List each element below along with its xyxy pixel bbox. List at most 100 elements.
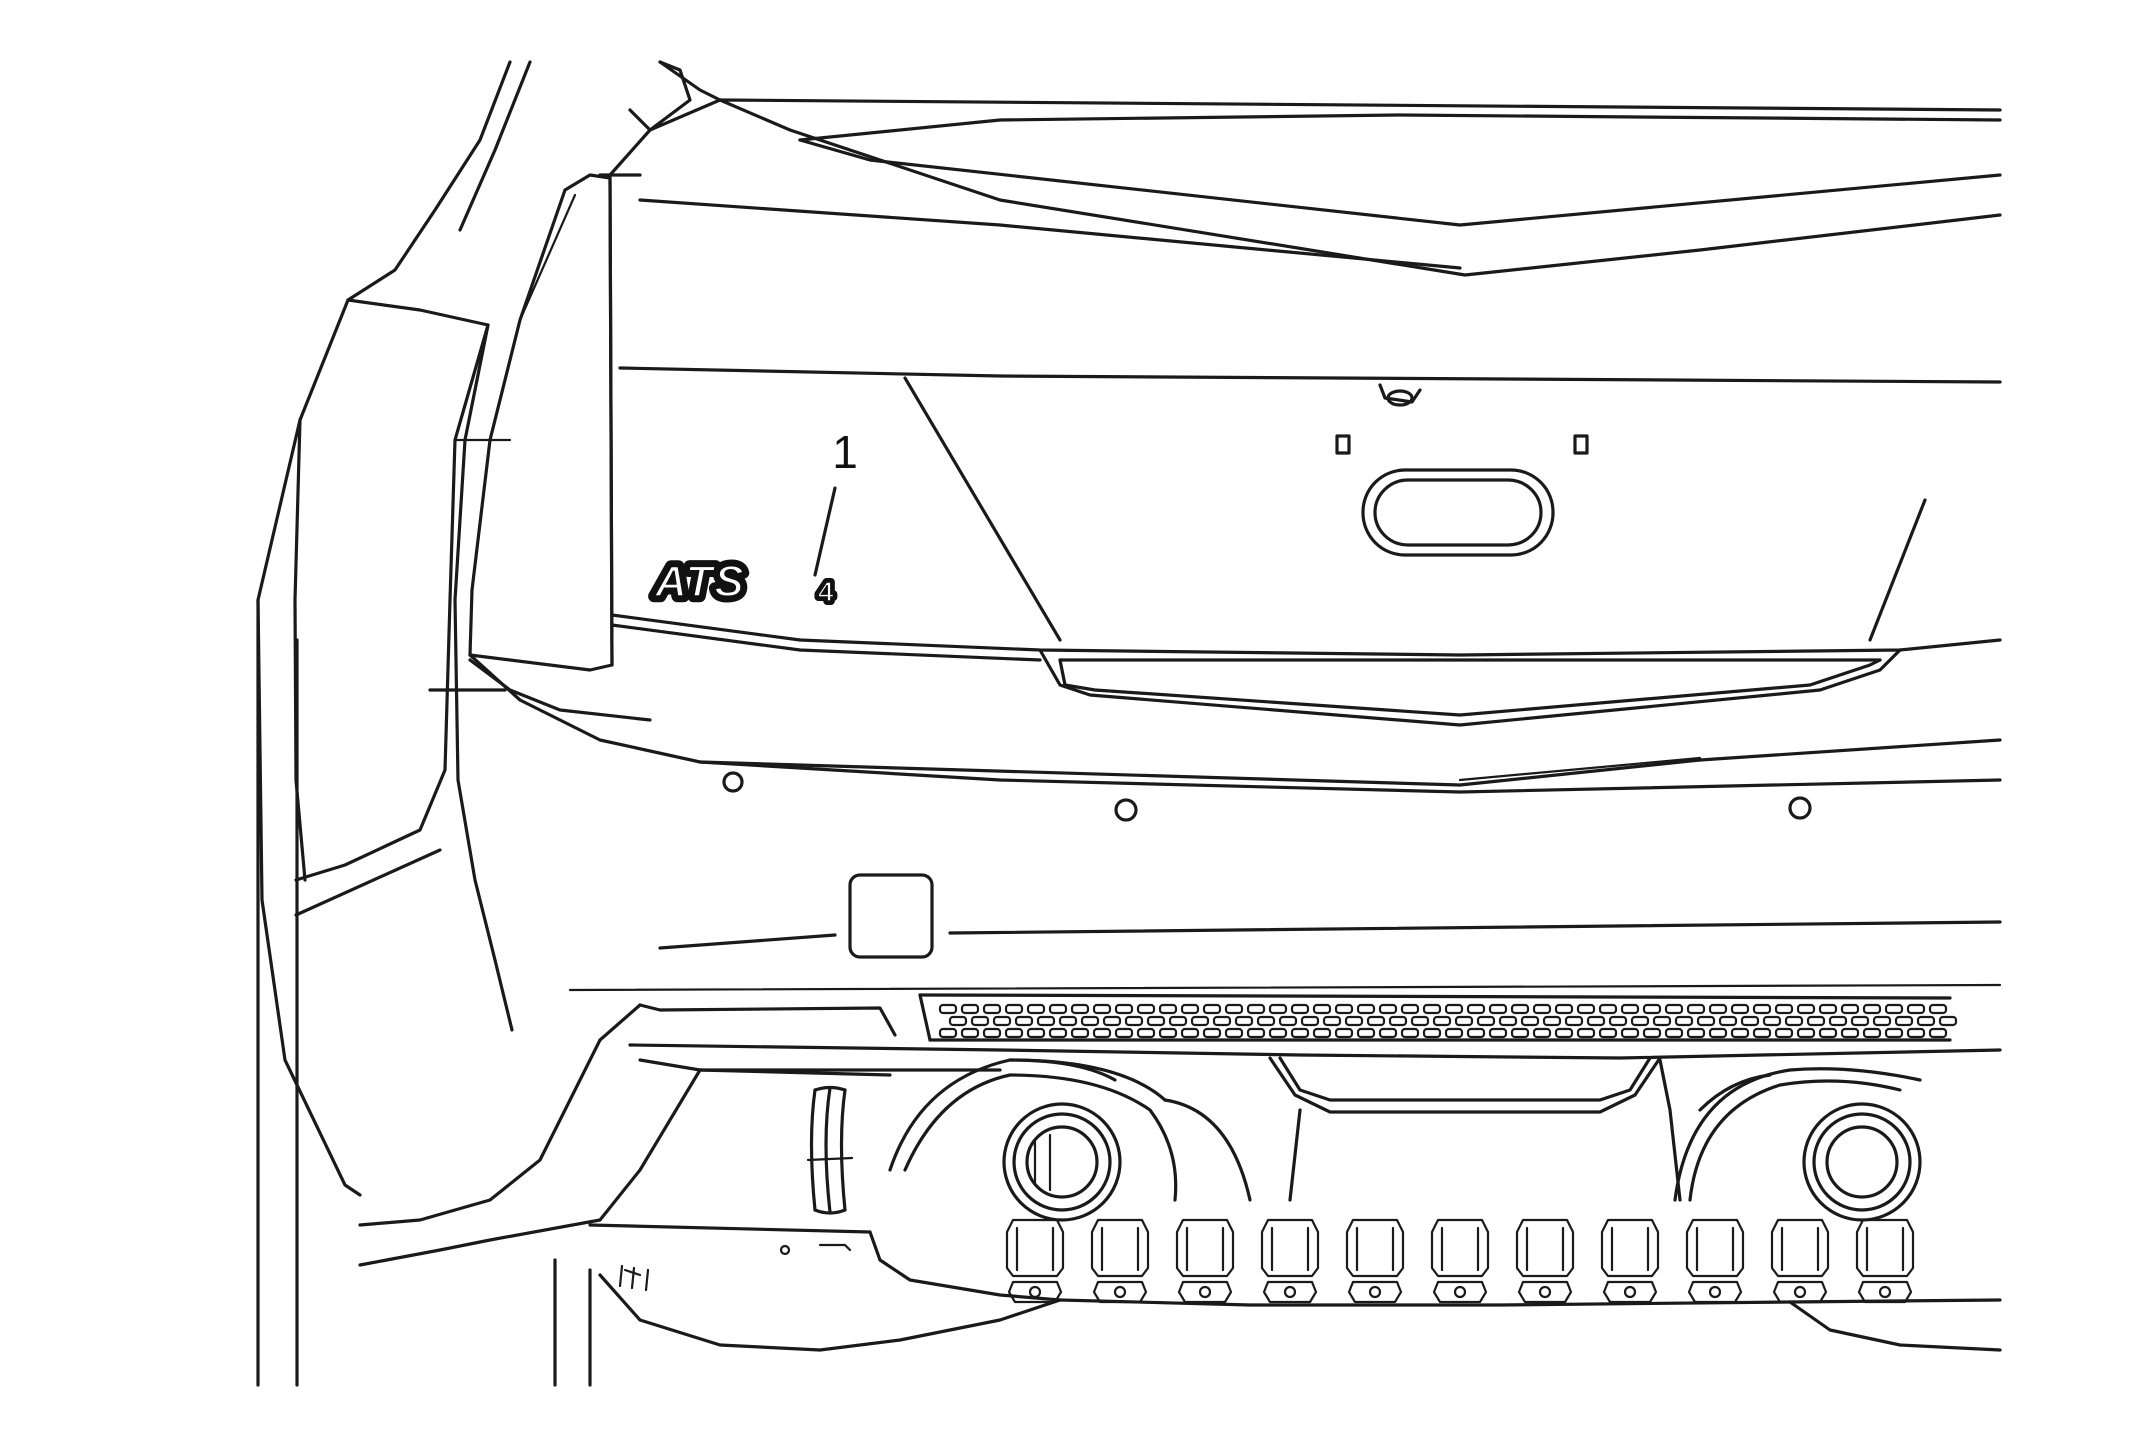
grille-cell: [1488, 1027, 1508, 1039]
grille-cell: [1730, 1027, 1750, 1039]
callout-leader-line: [813, 486, 837, 577]
grille-cell: [1080, 1015, 1100, 1027]
trunk-lower-edge: [610, 613, 2002, 727]
grille-cell: [1884, 1003, 1904, 1015]
grille-cell: [1136, 1003, 1156, 1015]
grille-cell: [1366, 1015, 1386, 1027]
grille-cell: [1906, 1003, 1926, 1015]
hanger-block: [1685, 1218, 1745, 1304]
hanger-block: [1600, 1218, 1660, 1304]
grille-cell: [1674, 1015, 1694, 1027]
grille-cell: [1158, 1003, 1178, 1015]
grille-cell: [1334, 1003, 1354, 1015]
grille-cell: [1454, 1015, 1474, 1027]
grille-cell: [1498, 1015, 1518, 1027]
grille-cell: [1102, 1015, 1122, 1027]
grille-cell: [1620, 1027, 1640, 1039]
grille-cell: [982, 1003, 1002, 1015]
grille-cell: [938, 1003, 958, 1015]
left-exhaust-tip: [1002, 1102, 1122, 1222]
grille-cell: [1246, 1027, 1266, 1039]
grille-cell: [1114, 1027, 1134, 1039]
grille-cell: [1784, 1015, 1804, 1027]
grille-cell: [1664, 1027, 1684, 1039]
grille-cell: [1554, 1027, 1574, 1039]
grille-cell: [938, 1027, 958, 1039]
grille-mesh: [918, 993, 1958, 1042]
grille-cell: [1542, 1015, 1562, 1027]
grille-cell: [970, 1015, 990, 1027]
grille-cell: [1752, 1003, 1772, 1015]
hanger-block: [1005, 1218, 1065, 1304]
grille-cell: [1202, 1027, 1222, 1039]
badge-subscript: 4: [818, 576, 834, 607]
grille-cell: [1410, 1015, 1430, 1027]
grille-cell: [1576, 1003, 1596, 1015]
grille-cell: [1510, 1027, 1530, 1039]
grille-cell: [1466, 1027, 1486, 1039]
grille-cell: [1928, 1003, 1948, 1015]
grille-cell: [1224, 1027, 1244, 1039]
grille-cell: [1048, 1027, 1068, 1039]
grille-cell: [960, 1027, 980, 1039]
grille-cell: [1796, 1003, 1816, 1015]
grille-cell: [1774, 1003, 1794, 1015]
grille-cell: [1730, 1003, 1750, 1015]
grille-cell: [1752, 1027, 1772, 1039]
right-exhaust-tip: [1802, 1102, 1922, 1222]
grille-cell: [1532, 1027, 1552, 1039]
grille-cell: [960, 1003, 980, 1015]
grille-cell: [1168, 1015, 1188, 1027]
grille-cell: [1356, 1027, 1376, 1039]
callout-1: 1: [813, 426, 858, 577]
grille-cell: [1554, 1003, 1574, 1015]
grille-cell: [1268, 1027, 1288, 1039]
hanger-block: [1090, 1218, 1150, 1304]
hanger-block: [1855, 1218, 1915, 1304]
grille-cell: [992, 1015, 1012, 1027]
underbody-components: [598, 1218, 2002, 1352]
grille-cell: [1938, 1015, 1958, 1027]
grille-cell: [1564, 1015, 1584, 1027]
grille-cell: [1862, 1003, 1882, 1015]
grille-cell: [1180, 1027, 1200, 1039]
grille-cell: [1212, 1015, 1232, 1027]
grille-cell: [1334, 1027, 1354, 1039]
grille-cell: [1894, 1015, 1914, 1027]
grille-cell: [1322, 1015, 1342, 1027]
grille-cell: [1718, 1015, 1738, 1027]
grille-cell: [1708, 1027, 1728, 1039]
grille-cell: [1256, 1015, 1276, 1027]
grille-cell: [1312, 1003, 1332, 1015]
grille-cell: [1114, 1003, 1134, 1015]
grille-cell: [1840, 1027, 1860, 1039]
grille-cell: [1004, 1003, 1024, 1015]
badge-outline: ATS: [654, 557, 746, 606]
hanger-block: [1175, 1218, 1235, 1304]
grille-cell: [1444, 1027, 1464, 1039]
grille-cell: [1608, 1015, 1628, 1027]
hanger-block: [1770, 1218, 1830, 1304]
grille-cell: [1290, 1003, 1310, 1015]
grille-cell: [1598, 1003, 1618, 1015]
grille-cell: [1092, 1003, 1112, 1015]
grille-cell: [1400, 1003, 1420, 1015]
grille-cell: [1378, 1003, 1398, 1015]
grille-cell: [1224, 1003, 1244, 1015]
bumper-fascia: [468, 653, 2002, 992]
grille-cell: [1862, 1027, 1882, 1039]
grille-cell: [1696, 1015, 1716, 1027]
grille-cell: [1686, 1027, 1706, 1039]
grille-cell: [1818, 1027, 1838, 1039]
grille-cell: [1422, 1003, 1442, 1015]
lift-posts: [256, 598, 592, 1387]
grille-cell: [1520, 1015, 1540, 1027]
grille-cell: [1432, 1015, 1452, 1027]
grille-cell: [1916, 1015, 1936, 1027]
grille-cell: [1488, 1003, 1508, 1015]
grille-cell: [1652, 1015, 1672, 1027]
grille-cell: [1576, 1027, 1596, 1039]
grille-cell: [1510, 1003, 1530, 1015]
grille-cell: [1586, 1015, 1606, 1027]
